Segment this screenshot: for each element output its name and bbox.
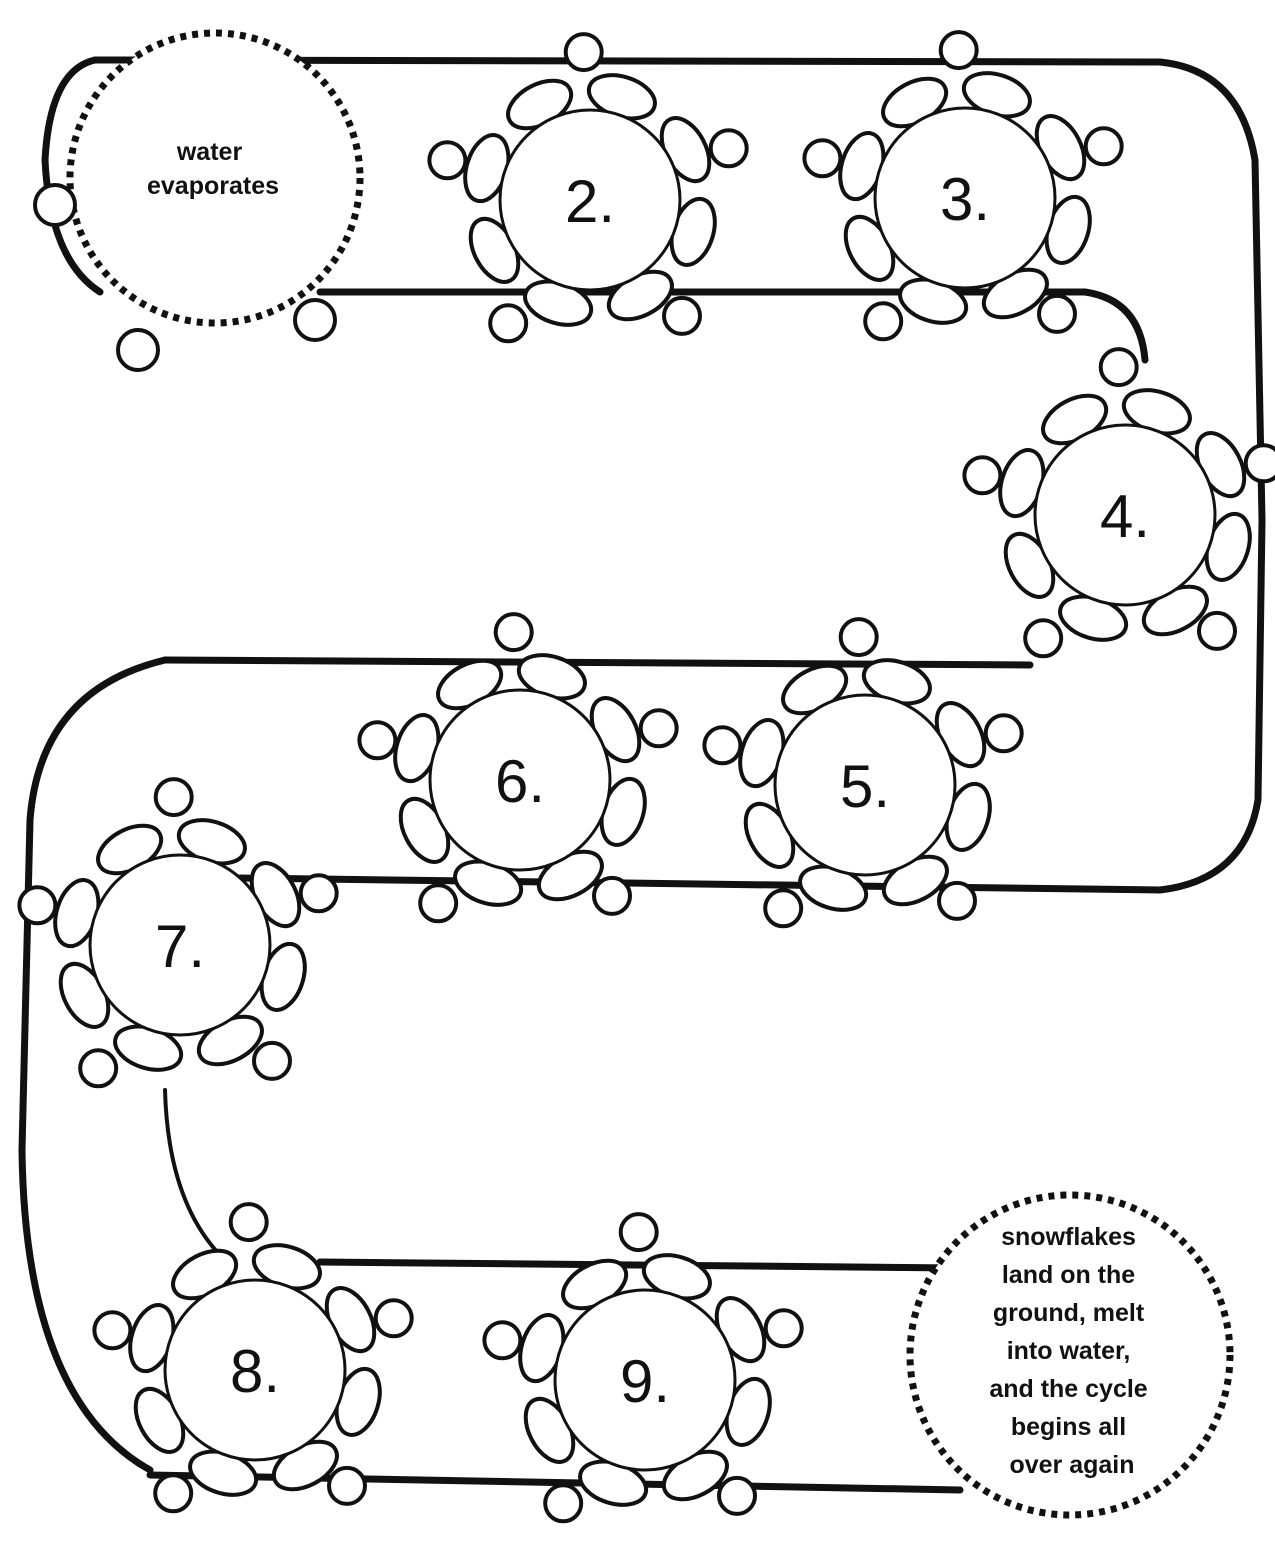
bead (765, 890, 801, 926)
bead (490, 305, 526, 341)
end-space-line: into water, (1007, 1337, 1131, 1365)
bead (295, 300, 335, 340)
bead (939, 883, 975, 919)
bead (155, 1475, 191, 1511)
bead (1039, 296, 1075, 332)
bead (1086, 128, 1122, 164)
bead (941, 32, 977, 68)
step-number: 7. (155, 913, 205, 980)
bead (566, 34, 602, 70)
bead (301, 875, 337, 911)
bead (254, 1043, 290, 1079)
bead (496, 614, 532, 650)
bead (429, 142, 465, 178)
end-space-line: begins all (1011, 1413, 1126, 1441)
step-number: 8. (230, 1338, 280, 1405)
bead (641, 710, 677, 746)
bead (704, 727, 740, 763)
bead (1199, 613, 1235, 649)
end-space-line: and the cycle (989, 1375, 1147, 1403)
bead (1246, 445, 1275, 481)
step-number: 4. (1100, 483, 1150, 550)
start-space-line: water (176, 138, 243, 166)
end-space-line: over again (1009, 1451, 1134, 1479)
bead (1101, 349, 1137, 385)
end-space-line: land on the (1002, 1261, 1135, 1289)
end-space-text: snowflakes land on the ground, melt into… (989, 1223, 1154, 1479)
bead (594, 878, 630, 914)
step-space-9: 9. (484, 1214, 801, 1521)
step-number: 9. (620, 1348, 670, 1415)
bead (156, 779, 192, 815)
start-space: water evaporates (35, 33, 360, 370)
bead (420, 885, 456, 921)
bead (986, 715, 1022, 751)
bead (664, 298, 700, 334)
bead (841, 619, 877, 655)
bead (719, 1478, 755, 1514)
bead (964, 457, 1000, 493)
bead (1025, 620, 1061, 656)
step-number: 2. (565, 168, 615, 235)
bead (621, 1214, 657, 1250)
bead (376, 1300, 412, 1336)
bead (231, 1204, 267, 1240)
bead (865, 303, 901, 339)
step-space-7: 7. (19, 779, 336, 1086)
bead (80, 1050, 116, 1086)
bead (545, 1485, 581, 1521)
bead (19, 887, 55, 923)
bead (35, 185, 75, 225)
end-space: snowflakes land on the ground, melt into… (910, 1195, 1230, 1515)
start-space-line: evaporates (147, 172, 279, 200)
step-number: 5. (840, 753, 890, 820)
end-space-line: snowflakes (1001, 1223, 1136, 1251)
bead (94, 1312, 130, 1348)
bead (359, 722, 395, 758)
bead (766, 1310, 802, 1346)
bead (804, 140, 840, 176)
step-space-4: 4. (964, 349, 1275, 656)
bead (484, 1322, 520, 1358)
step-number: 3. (940, 166, 990, 233)
step-number: 6. (495, 748, 545, 815)
bead (711, 130, 747, 166)
end-space-line: ground, melt (993, 1299, 1145, 1327)
bead (329, 1468, 365, 1504)
bead (118, 330, 158, 370)
